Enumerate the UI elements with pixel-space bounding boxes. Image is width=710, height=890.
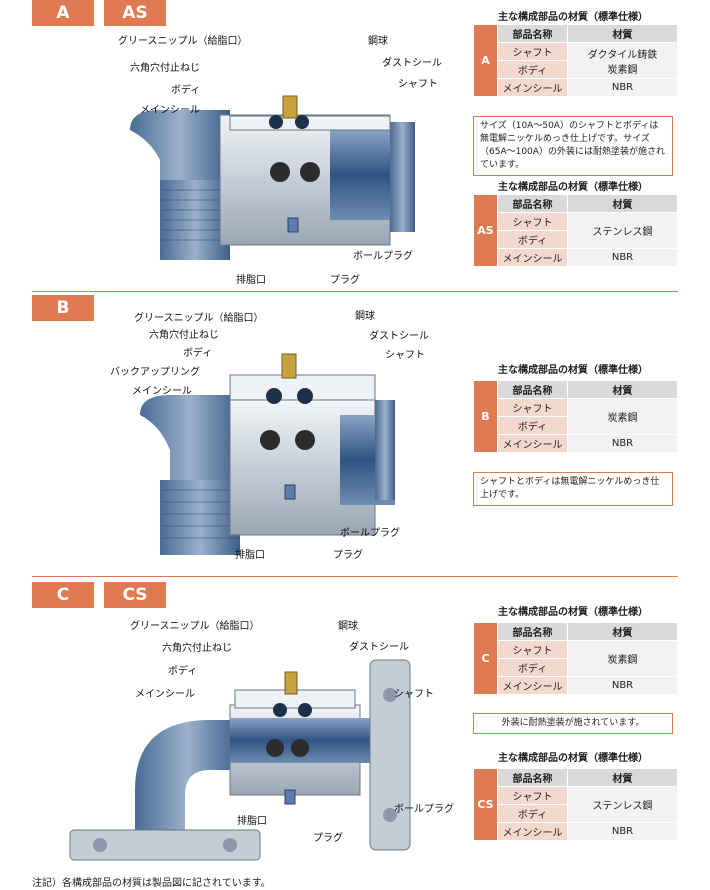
label-main-seal: メインシール: [140, 105, 200, 116]
col-part: 部品名称: [497, 194, 568, 213]
col-material: 材質: [567, 768, 678, 787]
label-body-c: ボディ: [168, 666, 198, 677]
row-shaft: シャフト: [497, 398, 568, 417]
joint-diagram-b: [140, 353, 395, 555]
label-plug: プラグ: [330, 275, 360, 286]
tag-c: C: [32, 582, 94, 608]
row-body: ボディ: [497, 230, 568, 249]
tag-a: A: [32, 0, 94, 26]
cs-material: ステンレス鋼: [567, 786, 678, 823]
b-material: 炭素鋼: [567, 398, 678, 435]
code-cs: CS: [473, 768, 498, 841]
label-grease-nipple-c: グリースニップル（給脂口）: [130, 621, 260, 632]
note-c: 外装に耐熱塗装が施されています。: [473, 713, 673, 734]
a-material: ダクタイル鋳鉄 炭素鋼: [567, 42, 678, 79]
code-c: C: [473, 622, 498, 695]
c-seal-material: NBR: [567, 676, 678, 695]
materials-title-a: 主な構成部品の材質（標準仕様）: [498, 12, 648, 23]
materials-table-as: AS 部品名称 材質 シャフト ステンレス鋼 ボディ メインシール NBR: [473, 194, 678, 267]
code-b: B: [473, 380, 498, 453]
row-body: ボディ: [497, 416, 568, 435]
section-b-header: B: [32, 295, 94, 321]
label-hex-screw: 六角穴付止ねじ: [130, 63, 200, 74]
materials-title-cs: 主な構成部品の材質（標準仕様）: [498, 753, 648, 764]
materials-table-a: A 部品名称 材質 シャフト ダクタイル鋳鉄 炭素鋼 ボディ メインシール NB…: [473, 24, 678, 97]
label-grease-nipple: グリースニップル（給脂口）: [118, 36, 248, 47]
b-seal-material: NBR: [567, 434, 678, 453]
section-a-header: A AS: [32, 0, 166, 26]
row-main-seal: メインシール: [497, 676, 568, 695]
row-body: ボディ: [497, 60, 568, 79]
col-part: 部品名称: [497, 622, 568, 641]
section-c-header: C CS: [32, 582, 166, 608]
row-main-seal: メインシール: [497, 822, 568, 841]
tag-b: B: [32, 295, 94, 321]
tag-as: AS: [104, 0, 166, 26]
label-grease-nipple-b: グリースニップル（給脂口）: [134, 313, 264, 324]
label-body: ボディ: [171, 85, 201, 96]
materials-title-b: 主な構成部品の材質（標準仕様）: [498, 365, 648, 376]
label-hex-screw-c: 六角穴付止ねじ: [162, 643, 232, 654]
label-dust-seal: ダストシール: [382, 58, 442, 69]
row-body: ボディ: [497, 658, 568, 677]
label-steel-ball: 鋼球: [368, 36, 388, 47]
label-ball-plug-c: ボールプラグ: [394, 804, 454, 815]
as-material: ステンレス鋼: [567, 212, 678, 249]
col-part: 部品名称: [497, 768, 568, 787]
cs-seal-material: NBR: [567, 822, 678, 841]
materials-title-as: 主な構成部品の材質（標準仕様）: [498, 182, 648, 193]
label-ball-plug-b: ボールプラグ: [340, 528, 400, 539]
label-drain-b: 排脂口: [235, 550, 265, 561]
col-material: 材質: [567, 622, 678, 641]
label-dust-seal-b: ダストシール: [369, 331, 429, 342]
label-main-seal-c: メインシール: [135, 689, 195, 700]
label-drain-c: 排脂口: [237, 816, 267, 827]
col-material: 材質: [567, 24, 678, 43]
label-steel-ball-b: 鋼球: [355, 311, 375, 322]
materials-title-c: 主な構成部品の材質（標準仕様）: [498, 607, 648, 618]
col-part: 部品名称: [497, 24, 568, 43]
as-seal-material: NBR: [567, 248, 678, 267]
label-plug-c: プラグ: [313, 833, 343, 844]
joint-diagram-a: [130, 95, 415, 260]
label-drain: 排脂口: [236, 275, 266, 286]
materials-table-b: B 部品名称 材質 シャフト 炭素鋼 ボディ メインシール NBR: [473, 380, 678, 453]
row-shaft: シャフト: [497, 212, 568, 231]
col-part: 部品名称: [497, 380, 568, 399]
label-dust-seal-c: ダストシール: [349, 642, 409, 653]
label-shaft-b: シャフト: [385, 350, 425, 361]
c-material: 炭素鋼: [567, 640, 678, 677]
col-material: 材質: [567, 194, 678, 213]
divider-b: [32, 291, 678, 292]
materials-table-c: C 部品名称 材質 シャフト 炭素鋼 ボディ メインシール NBR: [473, 622, 678, 695]
label-backup-ring: バックアップリング: [110, 367, 200, 378]
note-b: シャフトとボディは無電解ニッケルめっき仕上げです。: [473, 472, 673, 506]
label-ball-plug: ボールプラグ: [353, 251, 413, 262]
col-material: 材質: [567, 380, 678, 399]
label-body-b: ボディ: [183, 348, 213, 359]
row-main-seal: メインシール: [497, 248, 568, 267]
row-shaft: シャフト: [497, 42, 568, 61]
row-body: ボディ: [497, 804, 568, 823]
footnote: 注記）各構成部品の材質は製品図に記されています。: [32, 878, 271, 889]
a-seal-material: NBR: [567, 78, 678, 97]
label-plug-b: プラグ: [333, 550, 363, 561]
note-a: サイズ（10A～50A）のシャフトとボディは無電解ニッケルめっき仕上げです。サイ…: [473, 116, 673, 176]
label-shaft: シャフト: [398, 79, 438, 90]
row-shaft: シャフト: [497, 786, 568, 805]
divider-c: [32, 576, 678, 577]
label-hex-screw-b: 六角穴付止ねじ: [149, 330, 219, 341]
code-a: A: [473, 24, 498, 97]
label-shaft-c: シャフト: [394, 689, 434, 700]
label-main-seal-b: メインシール: [132, 386, 192, 397]
materials-table-cs: CS 部品名称 材質 シャフト ステンレス鋼 ボディ メインシール NBR: [473, 768, 678, 841]
joint-diagram-c: [69, 659, 411, 861]
code-as: AS: [473, 194, 498, 267]
row-main-seal: メインシール: [497, 78, 568, 97]
label-steel-ball-c: 鋼球: [338, 621, 358, 632]
row-shaft: シャフト: [497, 640, 568, 659]
tag-cs: CS: [104, 582, 166, 608]
row-main-seal: メインシール: [497, 434, 568, 453]
